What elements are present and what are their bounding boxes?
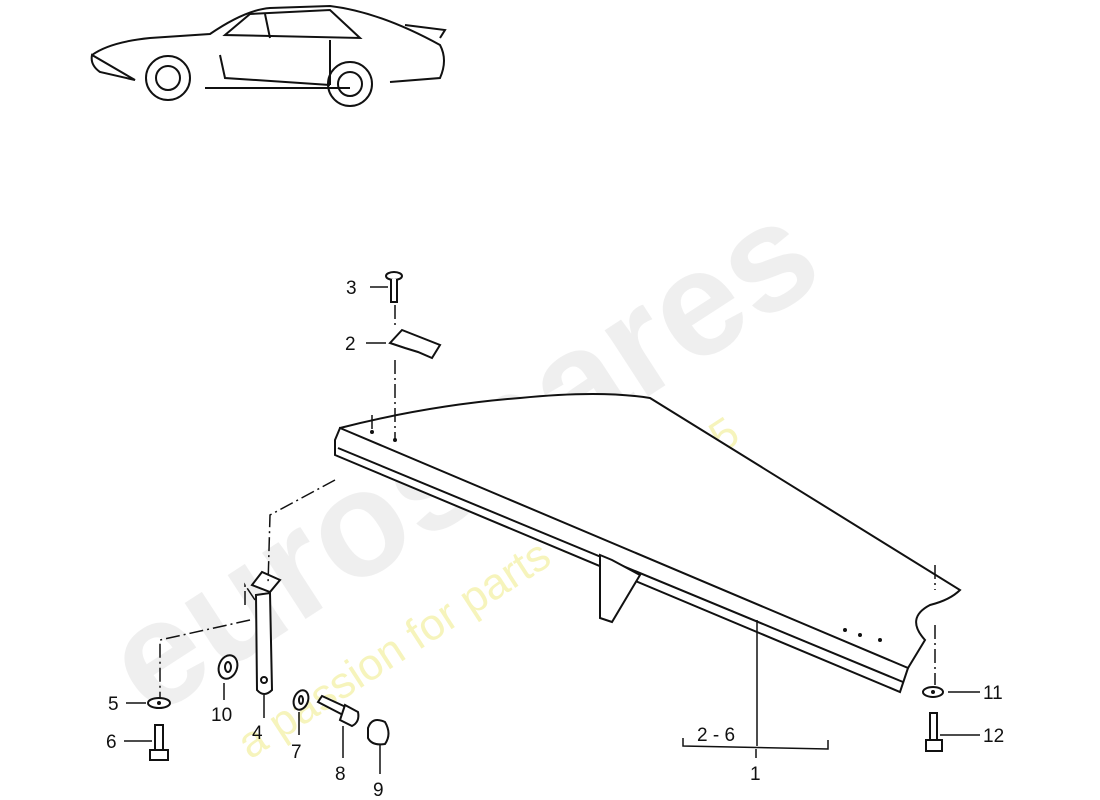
callout-labels: 3 2 5 6 10 4 7 8 9 11 12 2 - 6 1 [106,278,1004,800]
car-illustration [90,4,447,107]
screw-part-3 [370,271,403,303]
washer-part-11 [922,625,980,698]
rear-shelf-panel [334,393,962,694]
callout-6: 6 [106,732,117,753]
callout-1: 1 [750,764,761,785]
callout-7: 7 [291,742,302,763]
bolt-part-8 [316,694,360,758]
washer-part-10 [217,654,239,700]
washer-part-7 [292,689,310,735]
range-bracket [682,620,829,758]
callout-12: 12 [983,726,1004,747]
bolt-part-6 [124,724,169,761]
callout-8: 8 [335,764,346,785]
callout-5: 5 [108,694,119,715]
bracket-part-4 [159,479,336,718]
callout-10: 10 [211,705,232,726]
callout-3: 3 [346,278,357,299]
callout-2: 2 [345,334,356,355]
cap-part-9 [367,719,390,774]
bolt-part-12 [925,712,980,752]
callout-11: 11 [983,683,1003,704]
clip-part-2 [366,305,442,440]
washer-part-5 [126,697,171,709]
callout-range-2-6: 2 - 6 [697,725,735,746]
callout-9: 9 [373,780,384,800]
callout-4: 4 [252,723,263,744]
